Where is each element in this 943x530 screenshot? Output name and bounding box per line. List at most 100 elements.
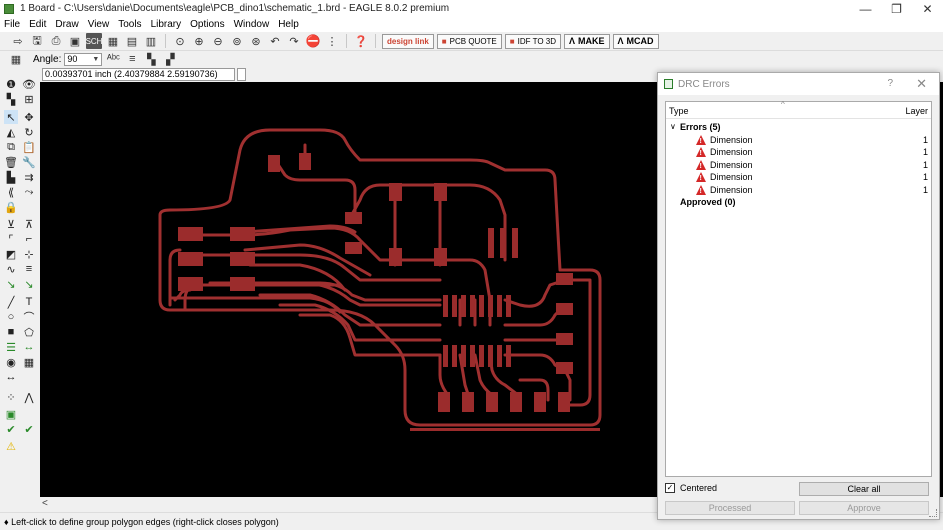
group-icon[interactable]: ▙ bbox=[6, 171, 16, 184]
signal-icon[interactable]: ∿ bbox=[6, 263, 16, 276]
resize-grip-icon[interactable] bbox=[929, 509, 937, 517]
show-icon[interactable]: 👁 bbox=[22, 78, 36, 91]
rotate-icon[interactable]: ↻ bbox=[24, 126, 34, 139]
zoom-out-icon[interactable]: ⊖ bbox=[213, 35, 223, 48]
layout-grid-icon[interactable]: ▚ bbox=[147, 53, 156, 66]
paste-icon[interactable]: 📋 bbox=[22, 141, 36, 154]
mirror-text-icon[interactable]: ᴬᵇᶜ bbox=[106, 53, 120, 65]
save-icon[interactable]: 🖫 bbox=[32, 34, 42, 47]
menu-draw[interactable]: Draw bbox=[55, 19, 79, 30]
restore-button[interactable]: ❐ bbox=[891, 1, 902, 16]
value-icon[interactable]: ⊼ bbox=[24, 218, 34, 231]
centered-checkbox[interactable]: ✓ Centered bbox=[665, 483, 718, 493]
zoom-in-icon[interactable]: ⊕ bbox=[194, 35, 204, 48]
pad-icon[interactable]: ◩ bbox=[5, 248, 17, 261]
help-button[interactable]: ? bbox=[887, 78, 893, 89]
warning-icon[interactable]: ⚠ bbox=[6, 440, 16, 453]
approve-button[interactable]: Approve bbox=[799, 501, 929, 515]
layers-icon[interactable]: ▚ bbox=[6, 93, 16, 106]
approved-group[interactable]: Approved (0) bbox=[680, 197, 736, 207]
move-icon[interactable]: ✥ bbox=[24, 111, 34, 124]
info-icon[interactable]: ❶ bbox=[6, 78, 16, 91]
bus-icon[interactable]: ≡ bbox=[25, 263, 33, 275]
cam-icon[interactable]: ▣ bbox=[69, 35, 81, 48]
error-item[interactable]: Dimension 1 bbox=[666, 184, 931, 198]
column-type[interactable]: Type bbox=[669, 106, 689, 116]
route-multi-icon[interactable]: ⋀ bbox=[24, 391, 34, 404]
chevron-down-icon[interactable]: ∨ bbox=[670, 122, 676, 131]
wrench-icon[interactable]: 🔧 bbox=[22, 156, 36, 169]
errors-tree[interactable]: Type ^ Layer ∨ Errors (5) Dimension 1 Di… bbox=[665, 100, 932, 477]
zoom-fit-icon[interactable]: ⊙ bbox=[175, 35, 185, 48]
menu-options[interactable]: Options bbox=[190, 19, 225, 30]
open-icon[interactable]: ⇨ bbox=[13, 35, 23, 48]
errors-group[interactable]: ∨ Errors (5) bbox=[670, 122, 721, 132]
error-item[interactable]: Dimension 1 bbox=[666, 134, 931, 148]
processed-button[interactable]: Processed bbox=[665, 501, 795, 515]
print-icon[interactable]: ⎙ bbox=[51, 34, 61, 47]
menu-tools[interactable]: Tools bbox=[118, 19, 142, 30]
mirror-icon[interactable]: ◭ bbox=[6, 126, 16, 139]
menu-file[interactable]: File bbox=[4, 19, 21, 30]
miter-icon[interactable]: ⌜ bbox=[8, 233, 14, 246]
drill-icon[interactable]: ⁘ bbox=[6, 391, 16, 404]
clear-all-button[interactable]: Clear all bbox=[799, 482, 929, 496]
design-link-button[interactable]: design link bbox=[382, 33, 434, 49]
scroll-left-icon[interactable]: < bbox=[42, 498, 48, 509]
select-icon[interactable]: ↖ bbox=[4, 110, 18, 124]
help-icon[interactable]: ❓ bbox=[354, 35, 368, 48]
stop-icon[interactable]: ⛔ bbox=[305, 34, 321, 48]
split-icon[interactable]: ⇉ bbox=[24, 171, 34, 184]
arc-icon[interactable]: ⌒ bbox=[23, 312, 35, 324]
lock-icon[interactable]: 🔒 bbox=[4, 201, 18, 214]
optimize-icon[interactable]: ⟪ bbox=[7, 186, 15, 199]
polygon-icon[interactable]: ⬠ bbox=[24, 326, 34, 339]
menu-edit[interactable]: Edit bbox=[29, 19, 47, 30]
bend-icon[interactable]: ⌐ bbox=[25, 233, 33, 245]
go-icon[interactable]: ⋮ bbox=[326, 35, 338, 48]
smash-icon[interactable]: ⊻ bbox=[6, 218, 16, 231]
delete-icon[interactable]: 🗑 bbox=[4, 156, 18, 169]
error-item[interactable]: Dimension 1 bbox=[666, 159, 931, 173]
via-icon[interactable]: ⊹ bbox=[24, 248, 34, 261]
erc-icon[interactable]: ✔ bbox=[24, 423, 34, 436]
connect-icon[interactable]: ↔ bbox=[23, 341, 35, 353]
close-button[interactable]: ✕ bbox=[922, 1, 933, 16]
hole-icon[interactable]: ◉ bbox=[6, 356, 16, 369]
undo-icon[interactable]: ↶ bbox=[270, 35, 280, 48]
pcb-quote-button[interactable]: ■PCB QUOTE bbox=[436, 33, 502, 49]
drc-icon[interactable]: ✔ bbox=[6, 423, 16, 436]
error-item[interactable]: Dimension 1 bbox=[666, 171, 931, 185]
menu-library[interactable]: Library bbox=[150, 19, 182, 30]
text-icon[interactable]: T bbox=[25, 296, 33, 308]
menu-window[interactable]: Window bbox=[233, 19, 270, 30]
idf-to-3d-button[interactable]: ■IDF TO 3D bbox=[504, 33, 561, 49]
menu-help[interactable]: Help bbox=[278, 19, 299, 30]
redo-icon[interactable]: ↷ bbox=[289, 35, 299, 48]
layout-grid2-icon[interactable]: ▞ bbox=[166, 53, 175, 66]
ripup-icon[interactable]: ↘ bbox=[6, 278, 16, 291]
design-block-icon[interactable]: ▣ bbox=[5, 408, 17, 421]
dimension-icon[interactable]: ↔ bbox=[5, 371, 17, 383]
error-item[interactable]: Dimension 1 bbox=[666, 146, 931, 160]
checkmark-icon[interactable]: ✓ bbox=[665, 483, 675, 493]
script-icon[interactable]: ▥ bbox=[145, 35, 157, 48]
rect-icon[interactable]: ■ bbox=[7, 326, 15, 338]
board-icon[interactable]: ▦ bbox=[107, 35, 119, 48]
attribute-icon[interactable]: ▦ bbox=[23, 356, 35, 369]
copy-icon[interactable]: ⧉ bbox=[7, 140, 15, 153]
circle-icon[interactable]: ○ bbox=[7, 311, 15, 323]
line-icon[interactable]: ╱ bbox=[7, 296, 15, 309]
command-line[interactable] bbox=[237, 68, 246, 81]
menu-view[interactable]: View bbox=[87, 19, 110, 30]
autorouter-icon[interactable]: ↘ bbox=[24, 278, 34, 291]
grid-icon[interactable]: ▦ bbox=[10, 53, 22, 66]
align-icon[interactable]: ≡ bbox=[129, 53, 136, 65]
ulp-icon[interactable]: ▤ bbox=[126, 35, 138, 48]
column-layer[interactable]: Layer bbox=[905, 106, 928, 116]
mark-icon[interactable]: ⊞ bbox=[24, 93, 34, 106]
zoom-select-icon[interactable]: ⊚ bbox=[232, 35, 242, 48]
dialog-close-button[interactable]: ✕ bbox=[916, 76, 927, 91]
